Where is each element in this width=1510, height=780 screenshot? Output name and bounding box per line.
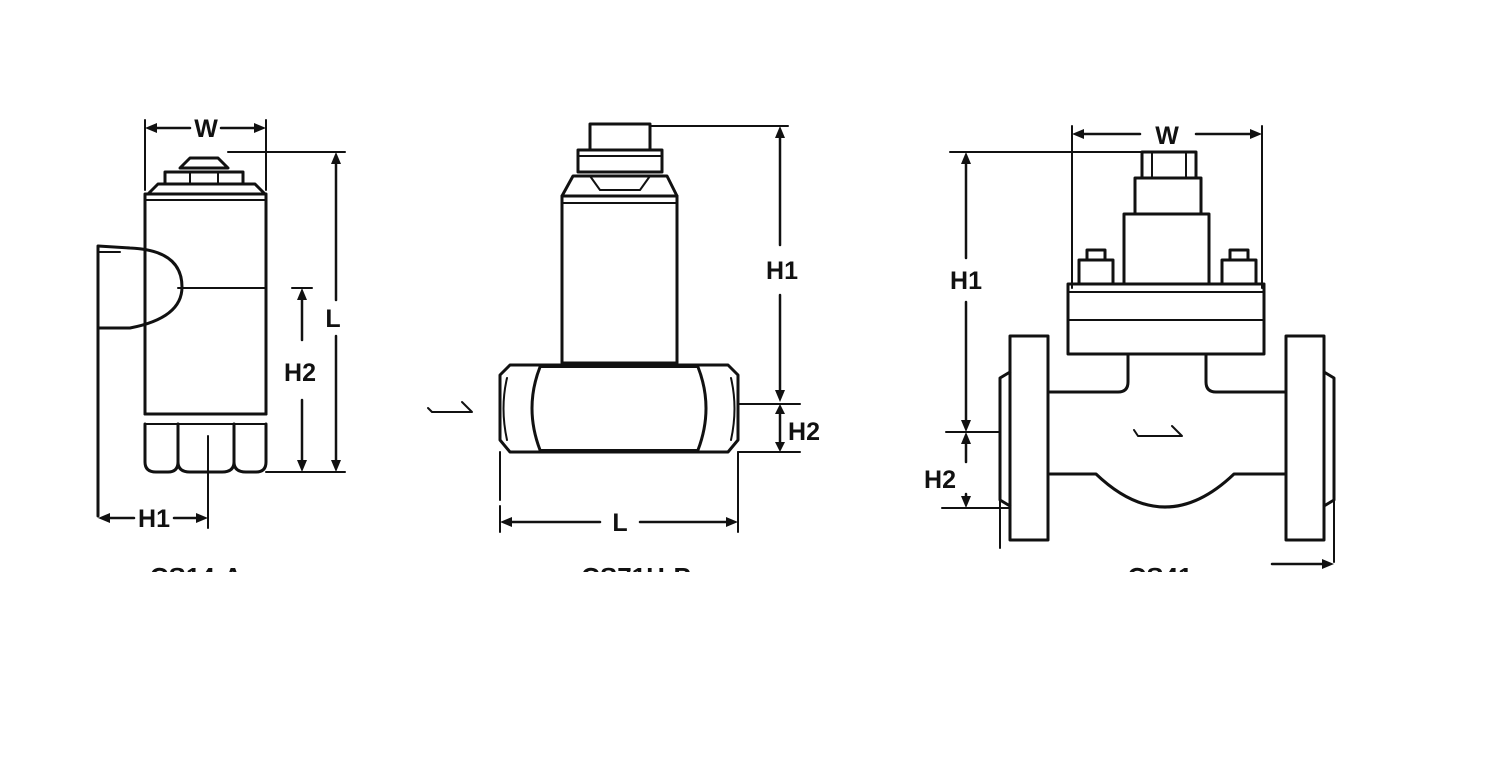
drawing-cs71hp: H1 H2 L CS71H-P bbox=[427, 122, 820, 592]
cs14a-h1-label: H1 bbox=[138, 505, 170, 533]
drawing-cs41: W H1 H2 bbox=[924, 122, 1336, 592]
cs14a-body bbox=[96, 156, 268, 529]
cs41-bottom-dimension-fragment bbox=[1270, 559, 1334, 569]
cs41-caption: CS41 bbox=[1127, 562, 1192, 592]
cs71hp-h1-dimension: H1 bbox=[649, 125, 798, 402]
cs14a-w-label: W bbox=[194, 115, 218, 143]
cs14a-l-dimension: L bbox=[227, 151, 346, 473]
cs14a-w-dimension: W bbox=[144, 115, 267, 191]
cs41-w-dimension: W bbox=[1071, 122, 1263, 289]
cs71hp-h2-label: H2 bbox=[788, 418, 820, 446]
cs41-h2-dimension: H2 bbox=[924, 431, 1011, 509]
cs71hp-h1-label: H1 bbox=[766, 257, 798, 285]
cs41-w-label: W bbox=[1155, 122, 1179, 150]
cs71hp-l-dimension: L bbox=[500, 509, 738, 537]
cs41-h1-label: H1 bbox=[950, 267, 982, 295]
cs71hp-l-label: L bbox=[612, 509, 627, 537]
cs71hp-body bbox=[427, 122, 740, 533]
cs71hp-h2-dimension: H2 bbox=[737, 403, 820, 453]
drawing-cs14a: W L H2 bbox=[96, 115, 346, 592]
cs14a-h2-dimension: H2 bbox=[284, 287, 316, 472]
cs71hp-caption: CS71H-P bbox=[581, 562, 691, 592]
cs41-h1-dimension: H1 bbox=[949, 151, 1143, 432]
cs14a-h2-label: H2 bbox=[284, 359, 316, 387]
cs41-body bbox=[998, 150, 1336, 563]
cs14a-l-label: L bbox=[325, 305, 340, 333]
cs41-h2-label: H2 bbox=[924, 466, 956, 494]
cs14a-h1-dimension: H1 bbox=[98, 505, 208, 533]
cs14a-caption: CS14-A bbox=[150, 562, 243, 592]
